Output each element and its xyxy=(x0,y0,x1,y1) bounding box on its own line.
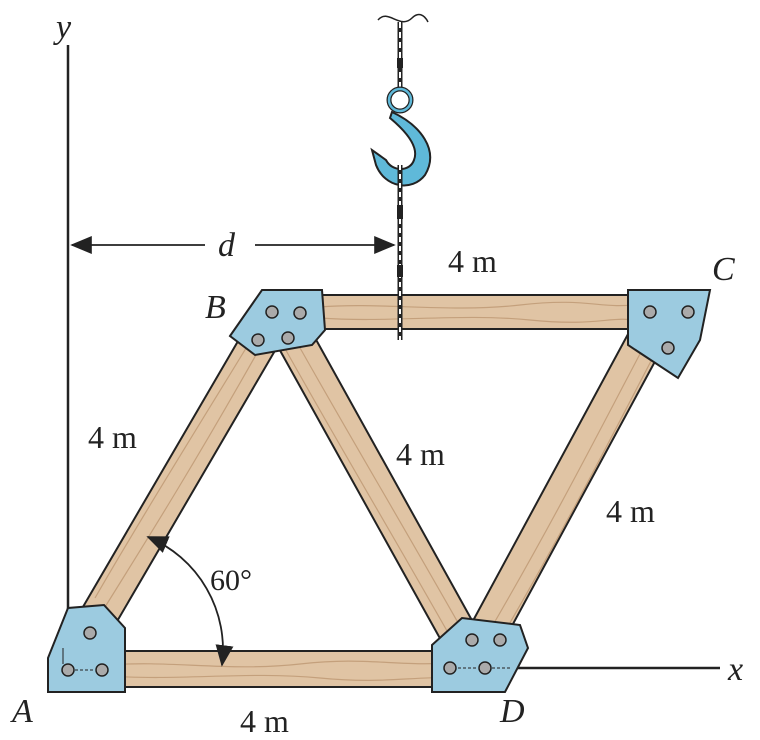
member-ad-length: 4 m xyxy=(240,703,289,739)
bolt-icon xyxy=(493,633,507,647)
bolt-icon xyxy=(281,331,295,345)
bolt-icon xyxy=(251,333,265,347)
bolt-icon xyxy=(661,341,675,355)
bolt-icon xyxy=(83,626,97,640)
angle-arc xyxy=(146,536,234,667)
gusset-b xyxy=(228,289,327,357)
member-ab-length: 4 m xyxy=(88,419,137,455)
bolt-icon xyxy=(265,305,279,319)
member-bd xyxy=(260,298,486,662)
bolt-icon xyxy=(95,663,109,677)
member-bd-length: 4 m xyxy=(396,436,445,472)
gusset-a xyxy=(47,603,126,693)
crane-hook-icon xyxy=(370,13,432,340)
member-bc-length: 4 m xyxy=(448,243,497,279)
bolt-icon xyxy=(443,661,457,675)
angle-label: 60° xyxy=(210,564,252,597)
member-cd-length: 4 m xyxy=(606,493,655,529)
joint-label-d: D xyxy=(499,693,525,730)
bolt-icon xyxy=(681,305,695,319)
bolt-icon xyxy=(643,305,657,319)
gusset-d xyxy=(431,616,530,693)
dimension-d-label: d xyxy=(218,227,236,264)
members xyxy=(71,294,674,688)
member-bc xyxy=(299,294,651,330)
bolt-icon xyxy=(293,306,307,320)
bolt-icon xyxy=(478,661,492,675)
y-axis-label: y xyxy=(53,9,72,46)
bolt-icon xyxy=(61,663,75,677)
gusset-c xyxy=(627,289,712,380)
x-axis-label: x xyxy=(727,651,743,688)
member-ad xyxy=(84,650,476,688)
joint-label-c: C xyxy=(712,251,735,288)
joint-label-a: A xyxy=(10,693,33,730)
member-cd xyxy=(466,310,674,650)
joint-label-b: B xyxy=(205,289,226,326)
bolt-icon xyxy=(465,633,479,647)
